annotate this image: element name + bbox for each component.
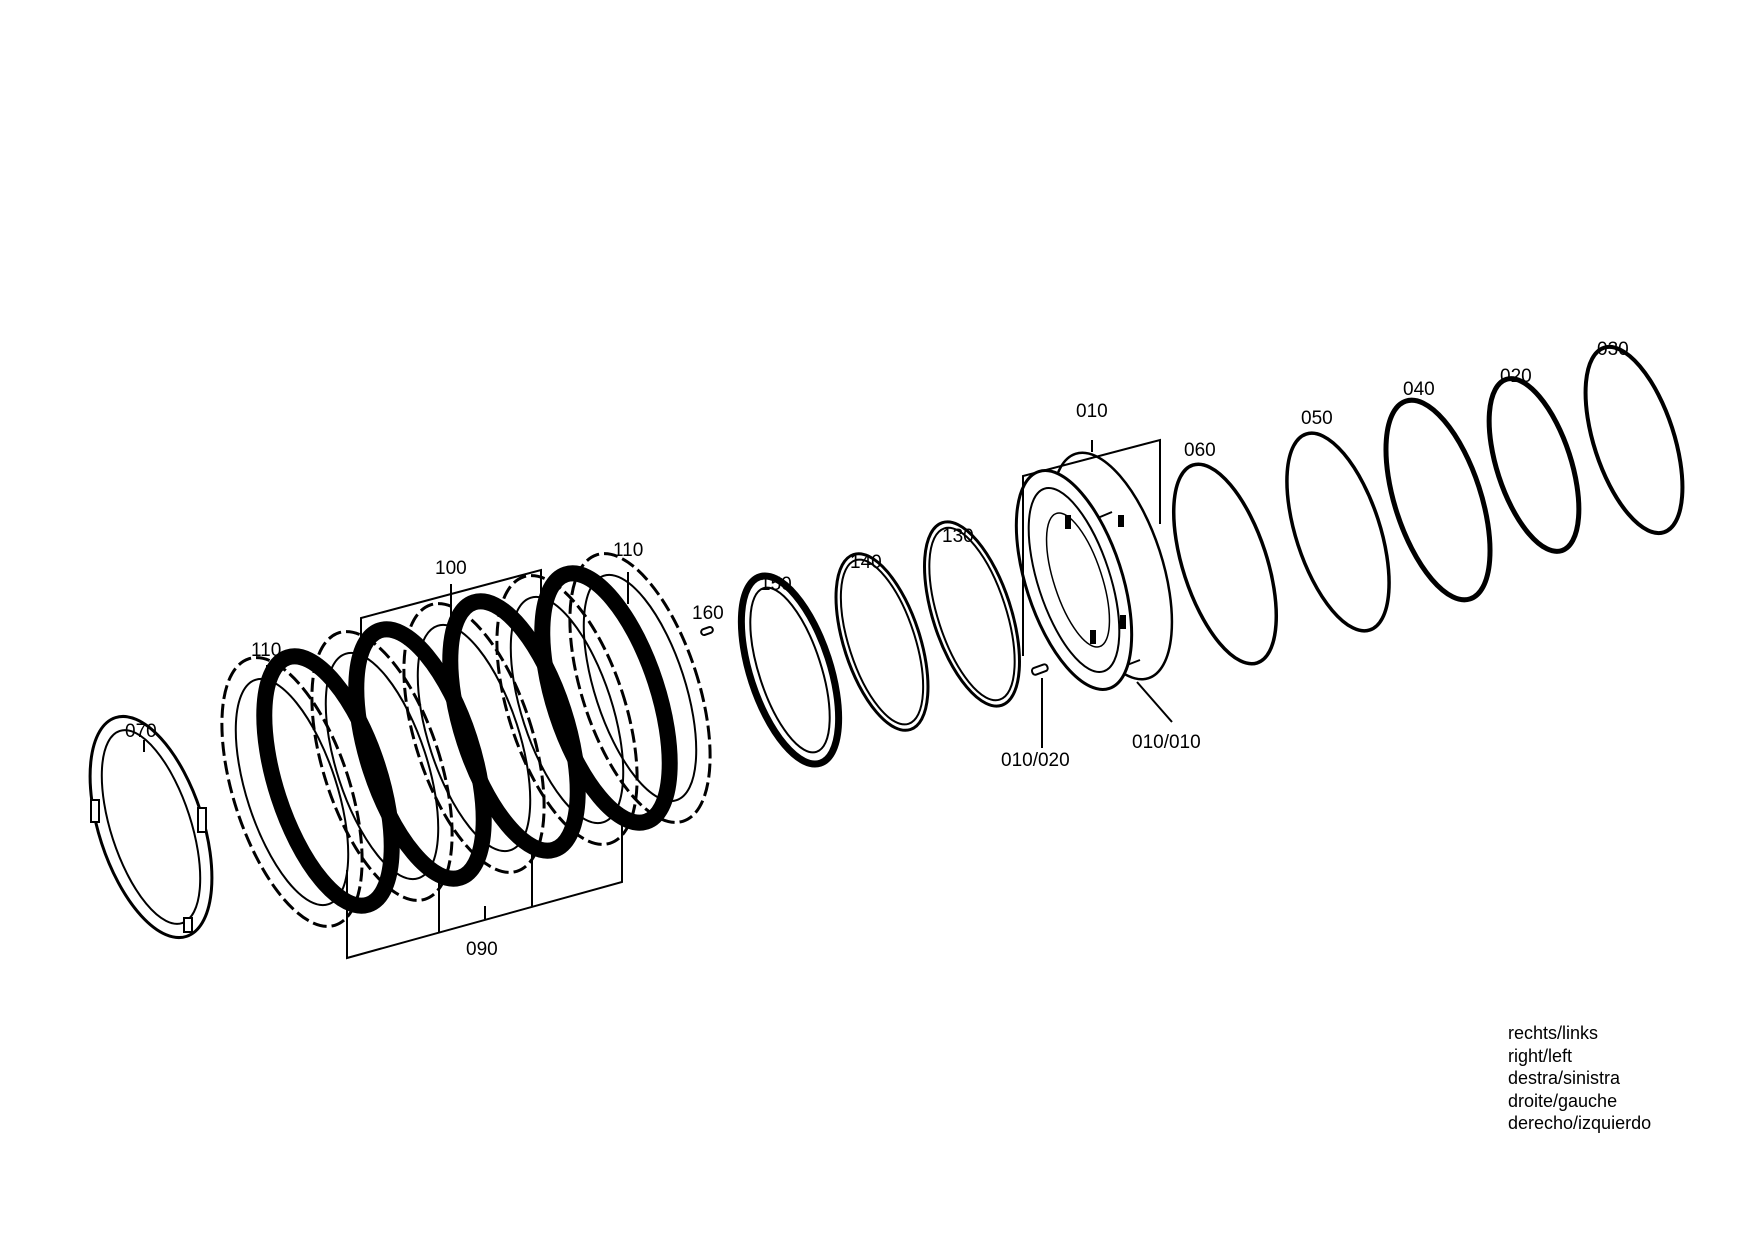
part-010-020-pin[interactable] bbox=[1030, 663, 1049, 676]
part-140-ring[interactable] bbox=[817, 543, 946, 741]
part-100-outer-plate-1[interactable] bbox=[284, 615, 481, 917]
label-060: 060 bbox=[1184, 440, 1216, 461]
label-090: 090 bbox=[466, 939, 498, 960]
part-150-disc-spring[interactable] bbox=[722, 564, 859, 775]
note-line: right/left bbox=[1508, 1045, 1573, 1066]
part-090-friction-disc-1[interactable] bbox=[238, 641, 417, 920]
part-labels: 070 110 100 110 160 150 140 130 010 010/… bbox=[125, 339, 1629, 960]
part-040-o-ring[interactable] bbox=[1365, 388, 1511, 612]
part-070-end-plate[interactable] bbox=[66, 702, 236, 953]
note-line: droite/gauche bbox=[1508, 1090, 1618, 1111]
part-100-outer-plate-3[interactable] bbox=[469, 559, 666, 861]
label-100: 100 bbox=[435, 558, 467, 579]
note-line: derecho/izquierdo bbox=[1508, 1113, 1652, 1133]
label-020: 020 bbox=[1500, 366, 1532, 387]
part-030-o-ring[interactable] bbox=[1566, 335, 1702, 544]
note-line: destra/sinistra bbox=[1508, 1068, 1621, 1088]
label-130: 130 bbox=[942, 526, 974, 547]
leader-lines bbox=[143, 438, 1173, 960]
part-050-o-ring[interactable] bbox=[1266, 421, 1410, 643]
label-110-left: 110 bbox=[251, 640, 281, 661]
label-030: 030 bbox=[1597, 339, 1629, 360]
orientation-note: rechts/links right/left destra/sinistra … bbox=[1508, 1022, 1651, 1135]
part-160-pin[interactable] bbox=[700, 625, 714, 637]
part-100-outer-plate-2[interactable] bbox=[376, 587, 573, 889]
part-130-ring[interactable] bbox=[905, 511, 1039, 718]
part-090-friction-disc-4[interactable] bbox=[516, 558, 695, 837]
part-110-outer-plate-right[interactable] bbox=[542, 537, 739, 839]
label-050: 050 bbox=[1301, 408, 1333, 429]
part-020-o-ring[interactable] bbox=[1471, 368, 1597, 562]
label-160: 160 bbox=[692, 603, 724, 624]
label-040: 040 bbox=[1403, 379, 1435, 400]
part-060-o-ring[interactable] bbox=[1153, 452, 1297, 676]
label-010: 010 bbox=[1076, 401, 1108, 422]
note-line: rechts/links bbox=[1508, 1023, 1599, 1043]
part-110-outer-plate-left[interactable] bbox=[194, 641, 391, 943]
label-070: 070 bbox=[125, 721, 157, 742]
part-010-piston[interactable] bbox=[993, 438, 1196, 703]
label-150: 150 bbox=[760, 574, 792, 595]
label-010-010: 010/010 bbox=[1132, 732, 1201, 753]
label-010-020: 010/020 bbox=[1001, 750, 1070, 771]
label-110-right: 110 bbox=[613, 540, 643, 561]
label-140: 140 bbox=[850, 552, 882, 573]
